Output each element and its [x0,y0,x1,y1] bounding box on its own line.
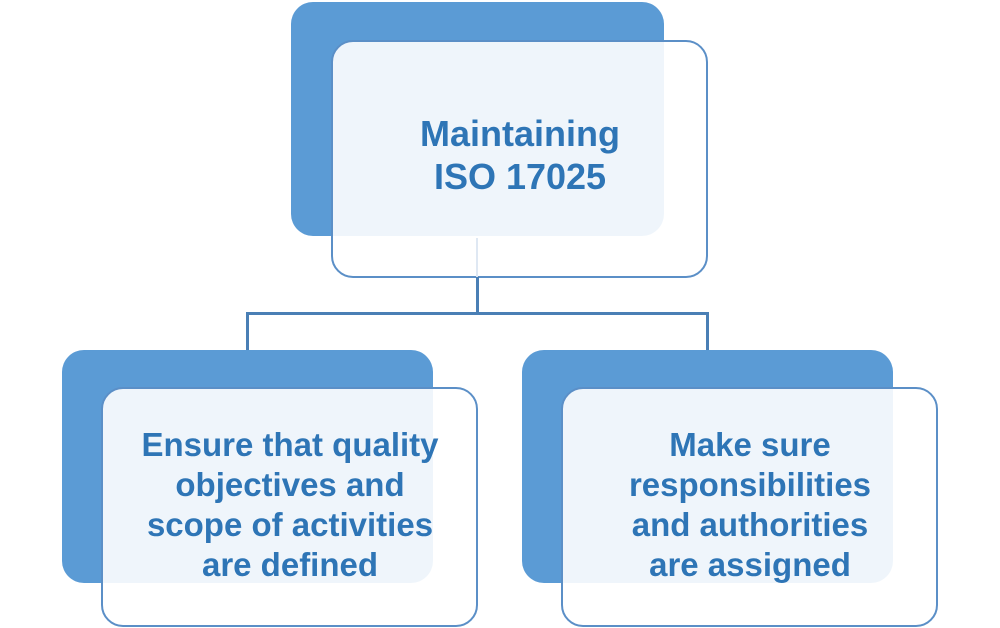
child-left-label: Ensure that quality objectives and scope… [105,410,475,600]
child-left-line1: Ensure that quality [141,425,439,463]
child-left-line3: scope of activities [146,506,434,543]
child-right-front-shape [561,387,938,627]
child-right-line4: are assigned [649,546,851,584]
connector-right-drop [706,312,709,350]
child-left-line2: objectives and [175,465,405,503]
connector-trunk [476,277,479,314]
root-inner-connector [476,238,478,278]
connector-horizontal [246,312,709,315]
root-label-line1: Maintaining [420,112,620,154]
root-label-line2: ISO 17025 [433,156,607,197]
child-left-front-shape [101,387,478,627]
child-right-line2: responsibilities [628,465,872,503]
connector-left-drop [246,312,249,350]
child-right-line1: Make sure [669,425,831,463]
child-right-line3: and authorities [631,506,869,543]
root-node-front-shape [331,40,708,278]
root-node-label: Maintaining ISO 17025 [380,100,660,210]
child-right-label: Make sure responsibilities and authoriti… [565,410,935,600]
child-left-line4: are defined [201,546,379,584]
